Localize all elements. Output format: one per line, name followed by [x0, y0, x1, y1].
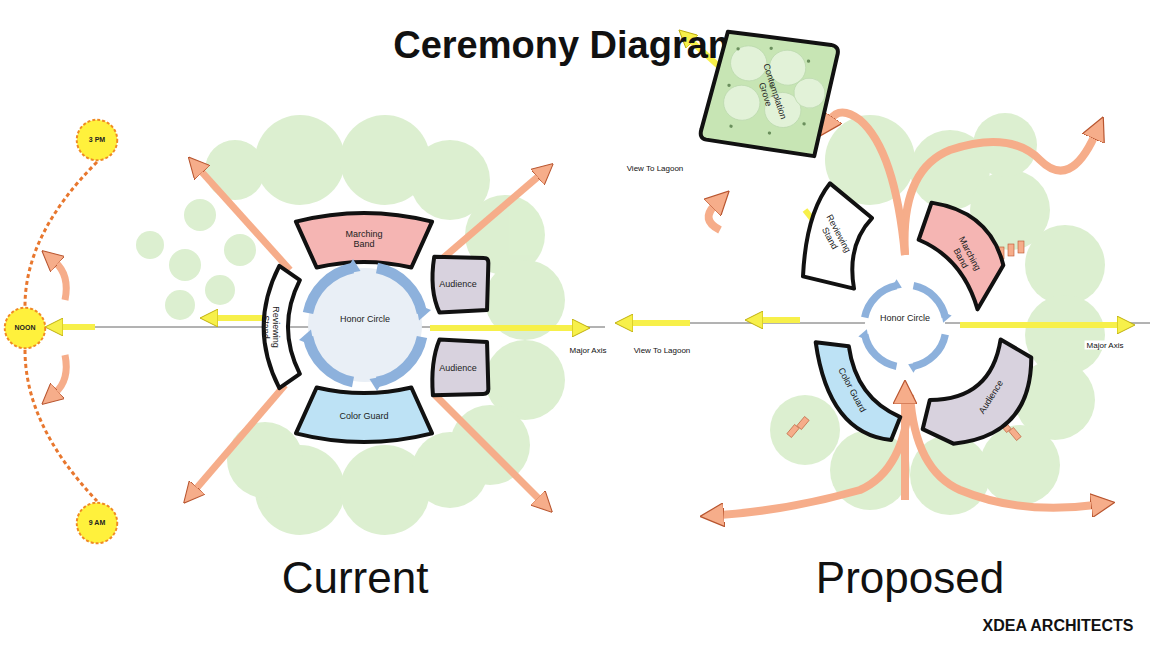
view-label: View To Lagoon: [625, 164, 686, 173]
zone-arc: Reviewing Stand: [800, 180, 875, 292]
zone-grove: Contemplation Grove: [695, 20, 845, 166]
node-label: Reviewing Stand: [261, 297, 282, 357]
zone-box: Audience: [425, 253, 491, 315]
shape-outline: [852, 273, 958, 379]
honor-circle: Honor Circle: [852, 273, 958, 379]
axis-label: Major Axis: [1085, 341, 1126, 350]
zone-band: Color Guard: [812, 338, 904, 442]
node-label: Honor Circle: [870, 313, 940, 323]
zone-band: Audience: [918, 335, 1036, 447]
sun-path: [25, 162, 97, 306]
shape-outline: [918, 335, 1036, 447]
node-label: Audience: [439, 363, 477, 373]
diagram-caption: Proposed: [816, 553, 1004, 603]
node-label: Audience: [439, 279, 477, 289]
zone-arc: Reviewing Stand: [248, 262, 302, 392]
zone-box: Audience: [425, 337, 491, 399]
node-label: NOON: [15, 324, 36, 332]
zone-band: Color Guard: [290, 385, 438, 447]
node-label: Color Guard: [334, 411, 394, 421]
sun-position: NOON: [3, 306, 47, 350]
title: Ceremony Diagrams: [393, 24, 763, 67]
node-label: Honor Circle: [325, 314, 405, 324]
zone-band: Marching Band: [290, 208, 438, 270]
shape-outline: [290, 250, 440, 400]
sun-position: 9 AM: [75, 501, 119, 545]
sun-path: [25, 350, 97, 501]
node-label: 3 PM: [89, 136, 105, 144]
node-label: 9 AM: [89, 519, 105, 527]
view-label: View To Lagoon: [632, 346, 693, 355]
diagram-caption: Current: [282, 553, 429, 603]
honor-circle: Honor Circle: [290, 250, 440, 400]
node-label: Marching Band: [334, 229, 394, 250]
firm-name: XDEA ARCHITECTS: [983, 617, 1134, 635]
sun-position: 3 PM: [75, 118, 119, 162]
axis-label: Major Axis: [568, 346, 609, 355]
